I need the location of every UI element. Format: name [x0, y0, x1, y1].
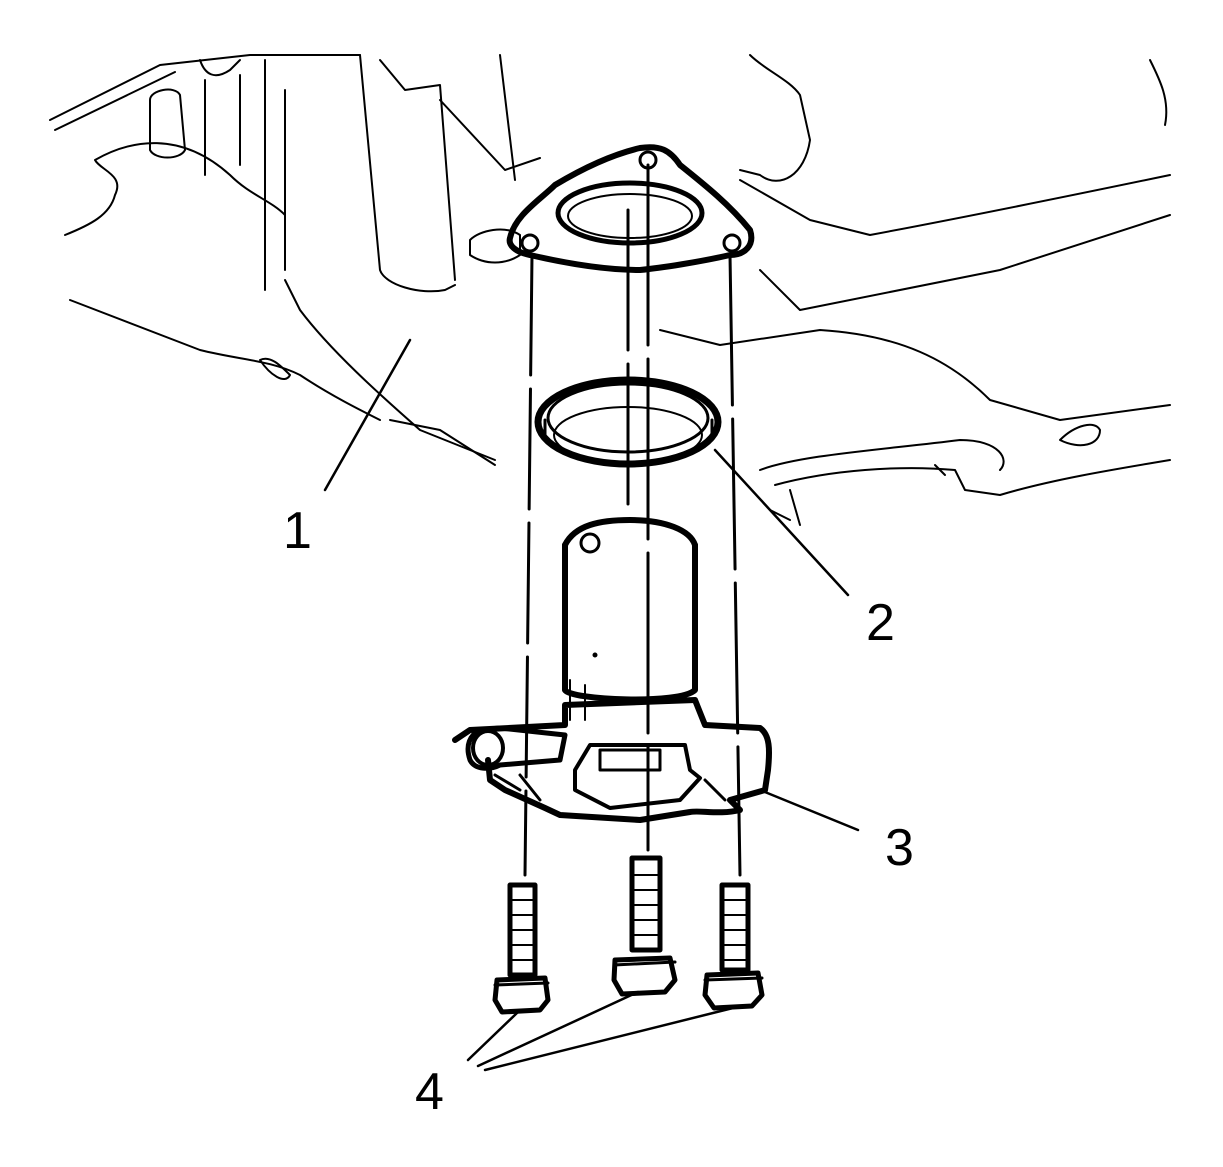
bolts-part-4: [492, 855, 765, 1015]
housing-part-1: [49, 54, 1171, 526]
callout-label-2: 2: [866, 594, 895, 652]
assembly-guide-lines: [523, 163, 742, 877]
mounting-flange: [506, 144, 755, 273]
callout-label-4: 4: [415, 1063, 444, 1121]
callout-label-1: 1: [283, 502, 312, 560]
callout-label-3: 3: [885, 819, 914, 877]
pump-module-part-3: [452, 517, 772, 823]
leader-4c: [483, 1006, 735, 1072]
leader-lines: [323, 338, 860, 1072]
leader-4a: [466, 1010, 520, 1062]
leader-1: [323, 338, 412, 492]
leader-2: [713, 448, 850, 597]
leader-4b: [476, 990, 640, 1068]
leader-3: [758, 788, 860, 832]
